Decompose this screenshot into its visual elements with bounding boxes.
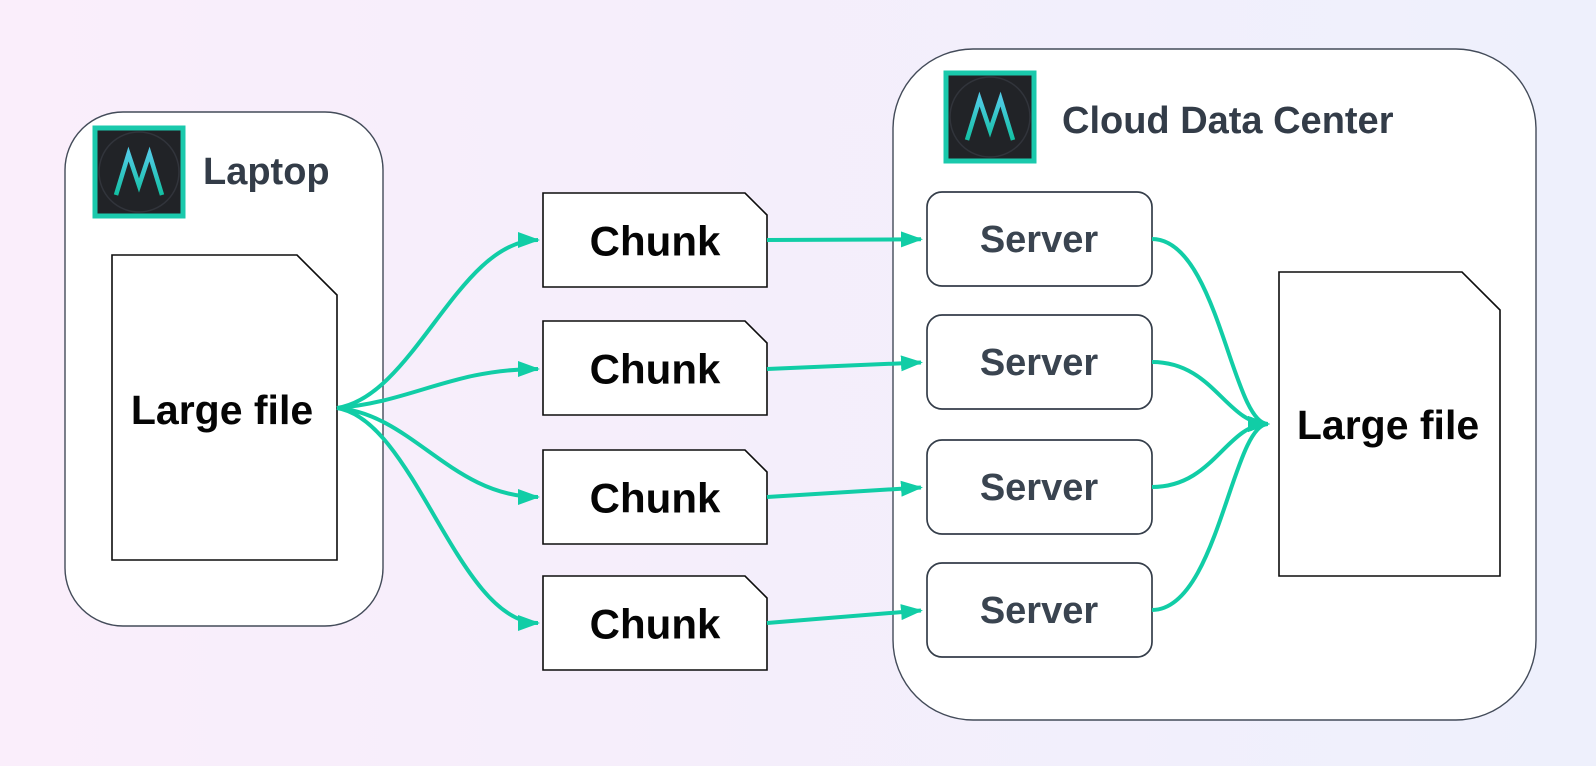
- edge-large-file-to-chunk-2: [336, 361, 540, 410]
- cloud-container-title: Cloud Data Center: [1062, 100, 1394, 142]
- large-file-right-label: Large file: [1297, 402, 1479, 448]
- edge-chunk-2-to-server-2: [766, 355, 923, 372]
- server-4-label: Server: [980, 590, 1099, 632]
- edge-large-file-to-chunk-1: [336, 232, 540, 410]
- edge-server-1-to-large-file: [1151, 237, 1270, 432]
- m-logo-icon: [95, 128, 183, 216]
- chunk-3-label: Chunk: [590, 475, 721, 522]
- server-2-label: Server: [980, 342, 1099, 384]
- laptop-container-title: Laptop: [203, 151, 330, 193]
- edge-large-file-to-chunk-3: [336, 406, 540, 505]
- edge-chunk-1-to-server-1: [766, 231, 923, 248]
- server-1-label: Server: [980, 219, 1099, 261]
- chunk-4-node: [542, 575, 768, 671]
- edge-large-file-to-chunk-4: [336, 406, 540, 631]
- server-3-label: Server: [980, 467, 1099, 509]
- chunk-2-node: [542, 320, 768, 416]
- edge-chunk-4-to-server-4: [766, 604, 923, 625]
- edge-server-4-to-large-file: [1151, 416, 1270, 612]
- large-file-left-label: Large file: [131, 387, 313, 433]
- large-file-right-node: [1278, 271, 1501, 577]
- edge-chunk-3-to-server-3: [766, 480, 923, 499]
- chunk-1-label: Chunk: [590, 218, 721, 265]
- chunk-4-label: Chunk: [590, 601, 721, 648]
- chunk-3-node: [542, 449, 768, 545]
- large-file-left-node: [111, 254, 338, 561]
- chunk-1-node: [542, 192, 768, 288]
- m-logo-icon: [946, 73, 1034, 161]
- chunk-2-label: Chunk: [590, 346, 721, 393]
